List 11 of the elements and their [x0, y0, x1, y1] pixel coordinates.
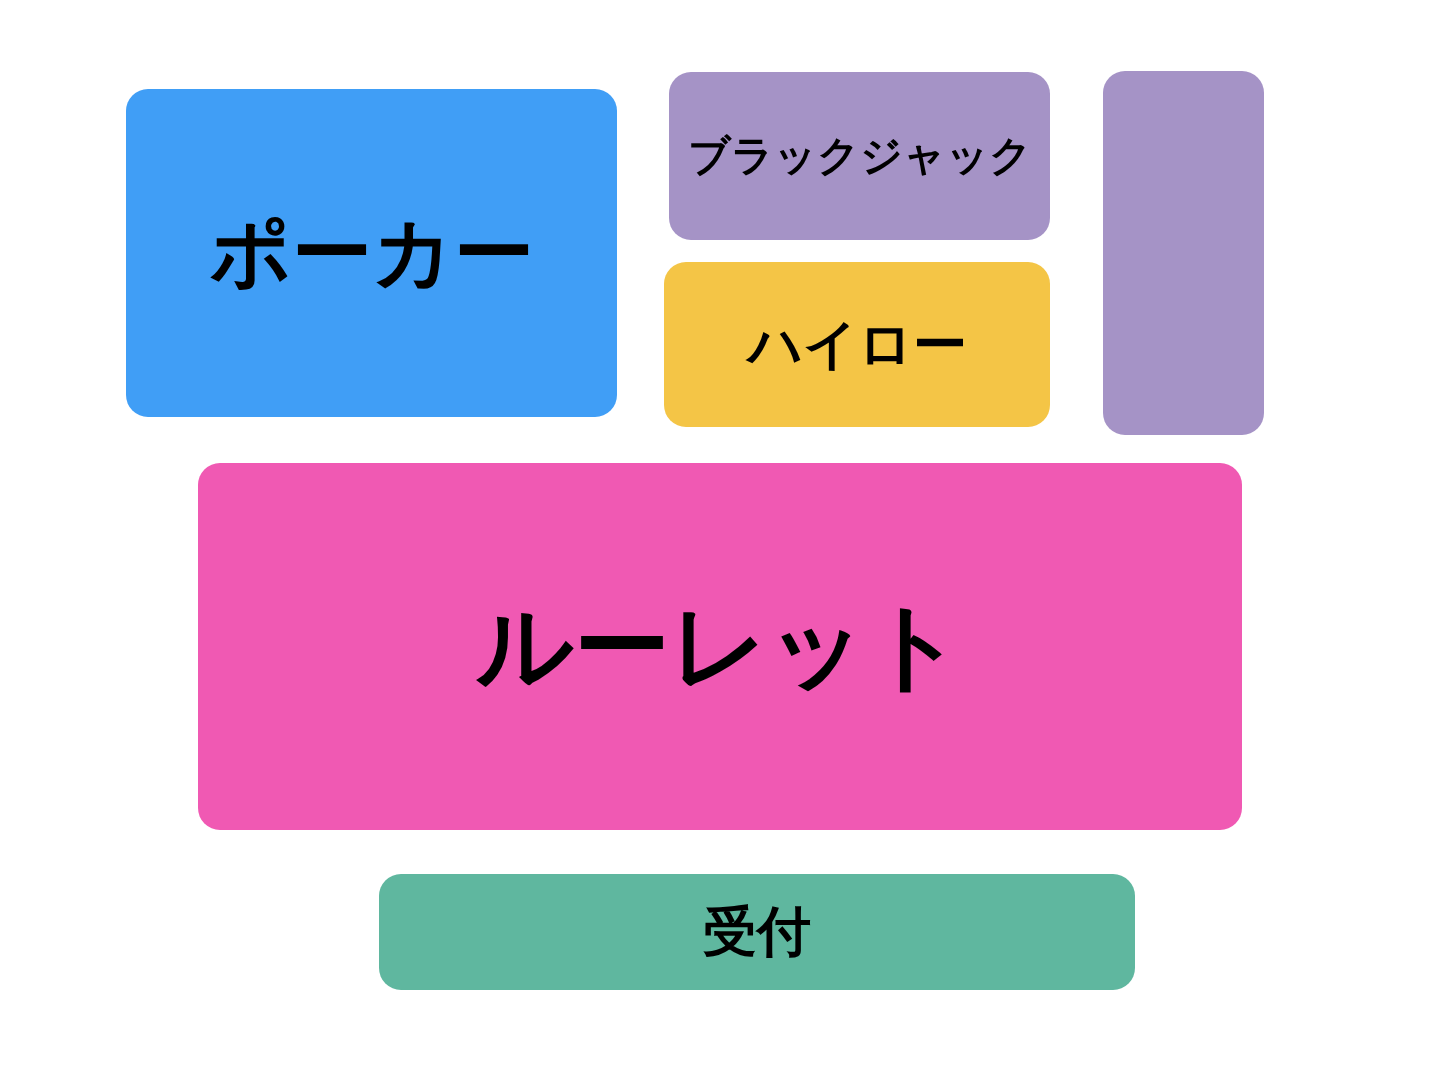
room-label: ルーレット — [476, 593, 964, 700]
room-label: 受付 — [703, 902, 811, 962]
room-block — [669, 72, 1050, 240]
room-block — [664, 262, 1050, 427]
room-block — [126, 89, 617, 417]
room-label: ブラックジャック — [687, 132, 1032, 180]
room-block — [1103, 71, 1264, 435]
room-block — [198, 463, 1242, 830]
room-label: ハイロー — [747, 314, 967, 375]
room-label: ポーカー — [209, 209, 534, 297]
room-block — [379, 874, 1135, 990]
